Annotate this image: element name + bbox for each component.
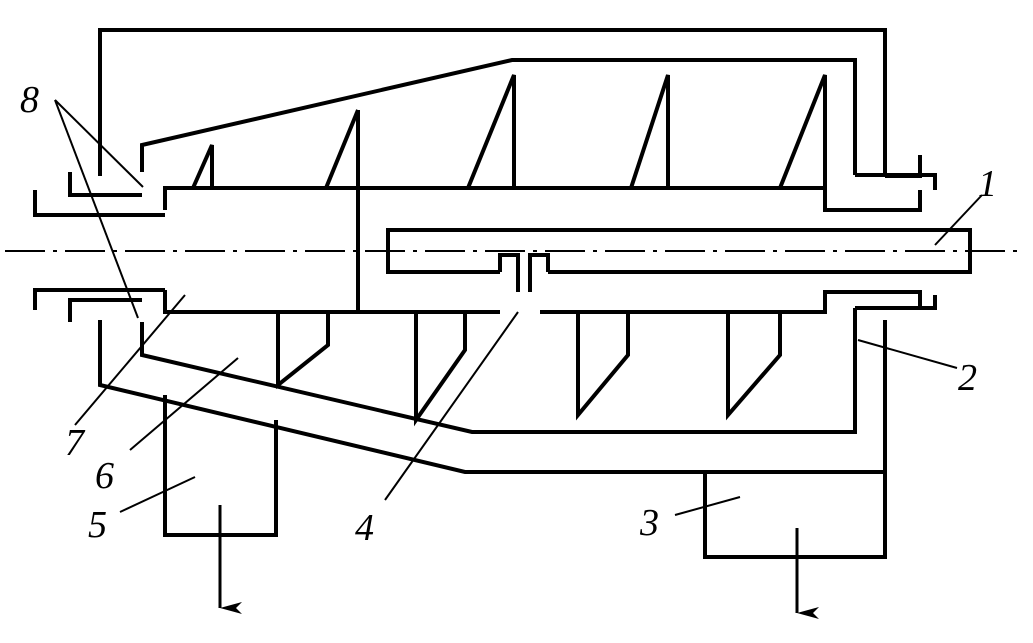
leader-6 [129, 357, 239, 451]
leader-8b [54, 99, 139, 319]
flight-upper-3 [466, 74, 516, 189]
left-seal-top [33, 172, 165, 217]
leader-5 [119, 476, 196, 513]
label-7: 7 [65, 422, 86, 464]
conveyor-hub-bottom [163, 290, 922, 314]
flight-lower-1 [276, 312, 330, 390]
right-seal-bottom [853, 295, 937, 330]
label-6: 6 [95, 455, 114, 497]
leader-4 [384, 311, 519, 501]
leader-1 [934, 194, 983, 246]
flight-lower-2 [414, 312, 467, 427]
flight-upper-4 [629, 74, 670, 189]
label-5: 5 [88, 504, 107, 546]
flight-upper-5 [778, 74, 827, 189]
leader-8a [54, 99, 144, 188]
label-2: 2 [958, 357, 977, 399]
label-4: 4 [355, 507, 374, 549]
bowl-upper-wall [140, 58, 857, 172]
label-3: 3 [639, 502, 659, 544]
flight-lower-3 [576, 312, 630, 421]
flight-upper-1 [191, 144, 214, 189]
bowl-lower-wall [140, 322, 857, 434]
liquid-discharge-box [703, 472, 887, 559]
leader-3 [674, 496, 741, 516]
left-seal-bottom [33, 288, 165, 322]
label-1: 1 [978, 163, 997, 205]
feed-tube-outlet [498, 253, 550, 292]
right-seal-top [853, 150, 937, 190]
leader-2 [857, 339, 958, 369]
leader-7 [74, 294, 186, 426]
label-8: 8 [20, 79, 39, 121]
flight-upper-2 [324, 109, 360, 189]
feed-tube [386, 228, 972, 274]
flight-lower-4 [726, 312, 782, 421]
conveyor-hub-top [163, 186, 922, 212]
